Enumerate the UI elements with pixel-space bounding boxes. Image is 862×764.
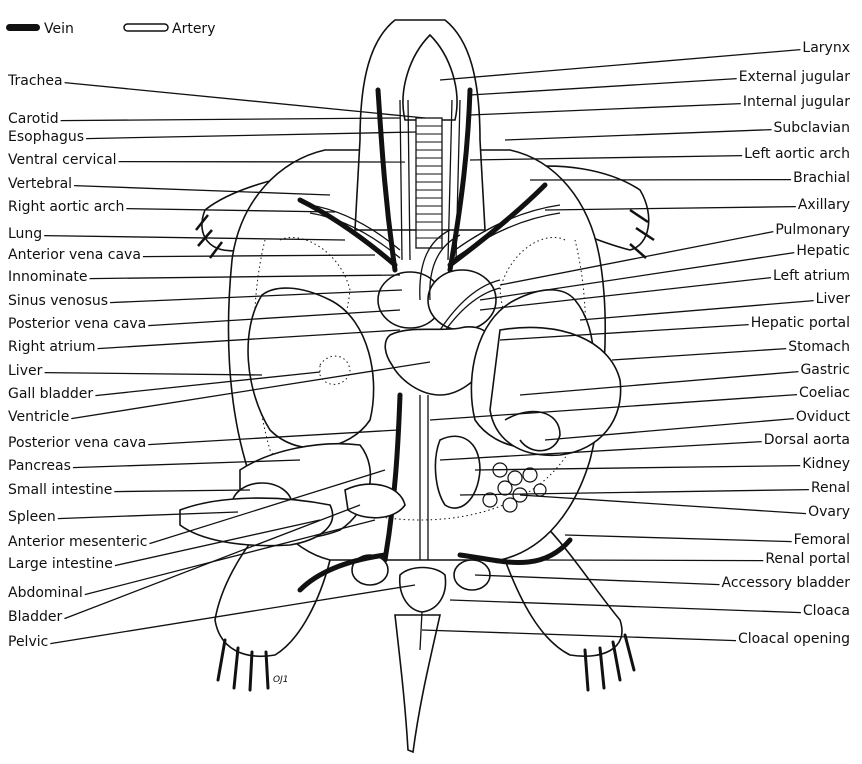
label-internal-jugular: Internal jugular bbox=[743, 94, 850, 110]
label-stomach: Stomach bbox=[788, 339, 850, 355]
leader-line-left bbox=[114, 490, 250, 492]
label-renal: Renal bbox=[811, 480, 850, 496]
label-hepatic-portal: Hepatic portal bbox=[751, 315, 850, 331]
trachea bbox=[416, 118, 442, 248]
artist-signature: OJ1 bbox=[273, 675, 288, 685]
label-anterior-mesenteric: Anterior mesenteric bbox=[8, 534, 147, 550]
label-ventricle: Ventricle bbox=[8, 409, 69, 425]
label-gall-bladder: Gall bladder bbox=[8, 386, 93, 402]
label-ovary: Ovary bbox=[808, 504, 850, 520]
leader-line-right bbox=[612, 349, 786, 360]
vein-legend-icon bbox=[6, 24, 40, 31]
label-posterior-vena-cava-lower: Posterior vena cava bbox=[8, 435, 146, 451]
label-subclavian: Subclavian bbox=[774, 120, 850, 136]
label-pancreas: Pancreas bbox=[8, 458, 71, 474]
label-lung: Lung bbox=[8, 226, 42, 242]
label-gastric: Gastric bbox=[800, 362, 850, 378]
label-kidney: Kidney bbox=[802, 456, 850, 472]
label-small-intestine: Small intestine bbox=[8, 482, 112, 498]
leader-line-right bbox=[505, 130, 772, 140]
label-larynx: Larynx bbox=[802, 40, 850, 56]
label-sinus-venosus: Sinus venosus bbox=[8, 293, 108, 309]
artery-legend-icon bbox=[124, 24, 168, 31]
legend-artery-label: Artery bbox=[172, 21, 215, 37]
label-right-aortic-arch: Right aortic arch bbox=[8, 199, 124, 215]
label-posterior-vena-cava-upper: Posterior vena cava bbox=[8, 316, 146, 332]
label-coeliac: Coeliac bbox=[799, 385, 850, 401]
label-left-aortic-arch: Left aortic arch bbox=[744, 146, 850, 162]
label-pelvic: Pelvic bbox=[8, 634, 48, 650]
label-carotid: Carotid bbox=[8, 111, 59, 127]
label-liver-right: Liver bbox=[816, 291, 851, 307]
label-esophagus: Esophagus bbox=[8, 129, 84, 145]
label-hepatic: Hepatic bbox=[796, 243, 850, 259]
label-ventral-cervical: Ventral cervical bbox=[8, 152, 117, 168]
leader-line-right bbox=[470, 104, 741, 115]
label-brachial: Brachial bbox=[793, 170, 850, 186]
label-abdominal: Abdominal bbox=[8, 585, 83, 601]
label-bladder: Bladder bbox=[8, 609, 62, 625]
legend: Vein Artery bbox=[6, 21, 215, 37]
label-cloaca: Cloaca bbox=[803, 603, 850, 619]
label-spleen: Spleen bbox=[8, 509, 56, 525]
tail bbox=[395, 615, 440, 752]
label-innominate: Innominate bbox=[8, 269, 88, 285]
label-large-intestine: Large intestine bbox=[8, 556, 113, 572]
label-trachea: Trachea bbox=[7, 73, 63, 89]
left-atrium bbox=[428, 270, 496, 330]
leader-line-right bbox=[450, 600, 801, 613]
leader-line-right bbox=[470, 79, 737, 95]
turtle-illustration: OJ1 bbox=[180, 20, 654, 752]
label-pulmonary: Pulmonary bbox=[775, 222, 850, 238]
leader-line-right bbox=[565, 535, 792, 542]
label-right-atrium: Right atrium bbox=[8, 339, 96, 355]
label-vertebral: Vertebral bbox=[8, 176, 72, 192]
label-oviduct: Oviduct bbox=[796, 409, 851, 425]
leader-line-left bbox=[61, 118, 400, 121]
cloaca bbox=[400, 568, 446, 613]
label-left-atrium: Left atrium bbox=[773, 268, 850, 284]
label-femoral: Femoral bbox=[794, 532, 850, 548]
label-axillary: Axillary bbox=[798, 197, 850, 213]
leader-line-right bbox=[535, 560, 763, 561]
label-renal-portal: Renal portal bbox=[765, 551, 850, 567]
label-liver-left: Liver bbox=[8, 363, 43, 379]
label-external-jugular: External jugular bbox=[739, 69, 851, 85]
legend-vein-label: Vein bbox=[44, 21, 74, 37]
label-dorsal-aorta: Dorsal aorta bbox=[764, 432, 850, 448]
label-cloacal-opening: Cloacal opening bbox=[738, 631, 850, 647]
label-accessory-bladder: Accessory bladder bbox=[722, 575, 851, 591]
label-anterior-vena-cava: Anterior vena cava bbox=[8, 247, 141, 263]
leader-line-right bbox=[475, 575, 720, 585]
